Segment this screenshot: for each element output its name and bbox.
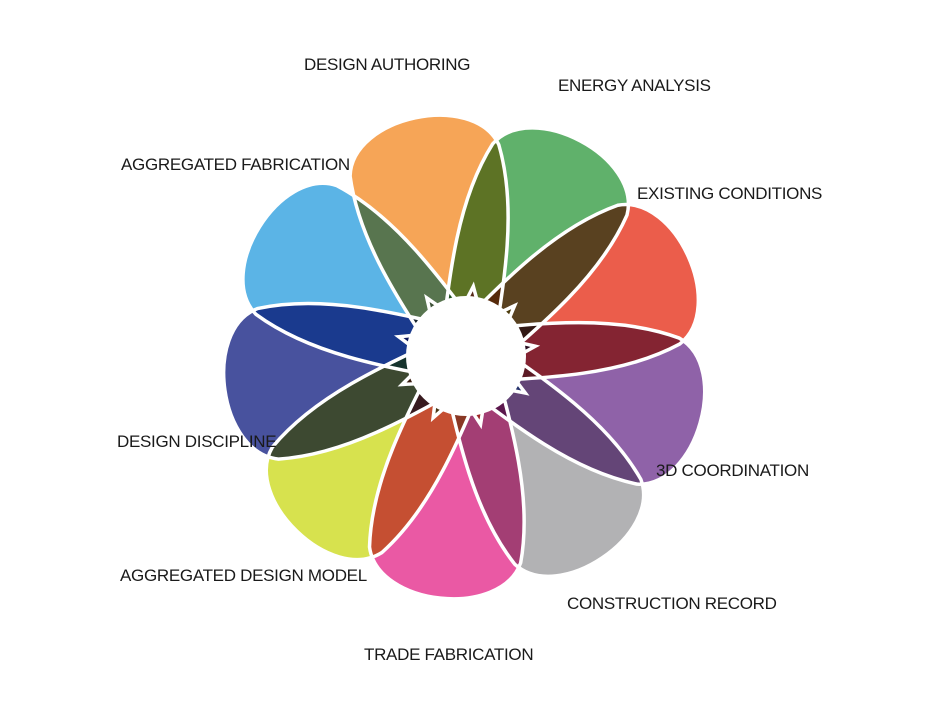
petal-outline-energy-analysis	[430, 126, 631, 423]
petal-outline-trade-fabrication	[367, 281, 526, 601]
label-aggregated-design-model: AGGREGATED DESIGN MODEL	[120, 566, 367, 585]
label-energy-analysis: ENERGY ANALYSIS	[558, 76, 711, 95]
label-trade-fabrication: TRADE FABRICATION	[364, 645, 533, 664]
label-aggregated-fabrication: AGGREGATED FABRICATION	[121, 155, 350, 174]
label-design-discipline: DESIGN DISCIPLINE	[117, 432, 276, 451]
petal-outline-aggregated-fabrication	[241, 181, 530, 396]
petal-outline-3d-coordination	[393, 320, 707, 486]
petal-outline-design-authoring	[348, 113, 510, 430]
label-construction-record: CONSTRUCTION RECORD	[567, 594, 777, 613]
label-existing-conditions: EXISTING CONDITIONS	[637, 184, 822, 203]
petal-outline-existing-conditions	[397, 202, 700, 387]
petal-outline-aggregated-design-model	[264, 302, 519, 562]
petal-outlines	[222, 113, 707, 601]
petal-outline-construction-record	[424, 293, 646, 578]
label-3d-coordination: 3D COORDINATION	[656, 461, 809, 480]
label-design-authoring: DESIGN AUTHORING	[304, 55, 470, 74]
center-hub	[406, 296, 526, 416]
petal-outline-design-discipline	[222, 301, 541, 461]
